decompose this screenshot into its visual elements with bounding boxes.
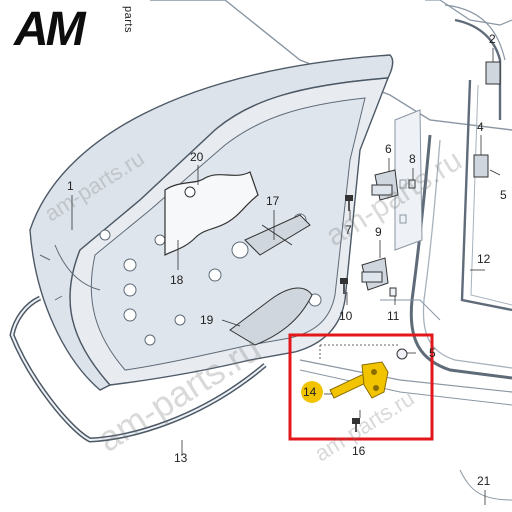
logo-brand: AM: [14, 3, 86, 56]
callout-14: 14: [303, 385, 317, 399]
logo-suffix: parts: [122, 6, 134, 33]
callout-7: 7: [345, 223, 352, 237]
callout-17: 17: [266, 194, 280, 208]
bolt-16: [352, 418, 360, 432]
callout-21: 21: [477, 474, 491, 488]
bolt-7: [345, 195, 353, 211]
part-2-clip: [485, 61, 501, 85]
callout-8: 8: [409, 152, 416, 166]
callout-13: 13: [174, 451, 188, 465]
callout-18: 18: [170, 273, 184, 287]
highlight-box: [288, 333, 434, 441]
callout-10: 10: [339, 309, 353, 323]
callout-11: 11: [387, 309, 400, 323]
callout-12: 12: [477, 252, 491, 266]
callout-14-marker: [301, 381, 323, 403]
callout-19: 19: [200, 313, 214, 327]
callout-2: 2: [489, 32, 496, 46]
bolt-10: [340, 278, 348, 294]
hinge-lower: [361, 257, 389, 291]
nut-8: [408, 179, 416, 189]
callout-6: 6: [385, 142, 392, 156]
door-check-strap: [329, 361, 389, 399]
callout-20: 20: [190, 150, 204, 164]
callout-16: 16: [352, 444, 366, 458]
callout-4: 4: [477, 120, 484, 134]
car-body-outline: [150, 0, 512, 501]
part-4-clip: [473, 154, 489, 178]
callout-5-boxed: 5: [429, 346, 436, 360]
nut-11: [389, 287, 397, 297]
callout-1: 1: [67, 179, 74, 193]
callout-5-upper: 5: [500, 188, 507, 202]
callout-9: 9: [375, 225, 382, 239]
hinge-upper: [371, 169, 399, 201]
nut-5-boxed: [396, 348, 408, 360]
door-shell: [29, 54, 394, 391]
